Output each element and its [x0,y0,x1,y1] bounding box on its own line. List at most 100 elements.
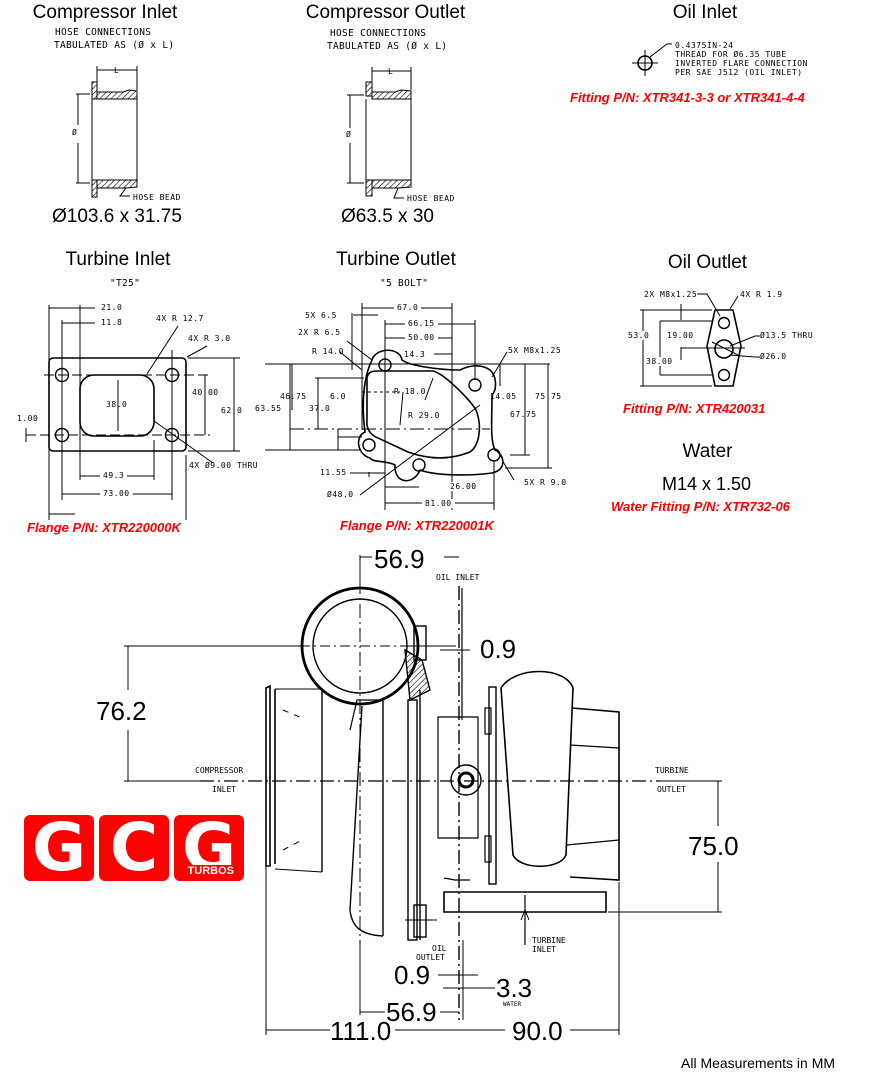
logo-letter-1: G [31,809,87,886]
oil-inlet-spec-3: INVERTED FLARE CONNECTION [675,59,808,68]
turbine-inlet-dim-r3: 4X R 3.0 [188,334,231,343]
turbine-inlet-subtitle: "T25" [110,278,141,289]
oil-outlet-dim-38: 38.00 [646,357,673,366]
turbine-outlet-subtitle: "5 BOLT" [380,278,429,289]
turbine-inlet-dim-49-3: 49.3 [100,471,128,480]
turbine-outlet-dim-14-3: 14.3 [404,350,426,359]
turbine-inlet-part-number: Flange P/N: XTR220000K [27,520,181,535]
compressor-outlet-drawing [347,67,412,199]
turbine-outlet-drawing [265,303,552,510]
turbine-inlet-dim-holes: 4X Ø9.00 THRU [189,461,259,470]
compressor-outlet-diameter-symbol: Ø [346,130,352,139]
oil-outlet-dim-m8: 2X M8x1.25 [644,290,698,299]
oil-outlet-dim-19: 19.00 [667,331,694,340]
turbine-outlet-dim-r18: R 18.0 [394,387,426,396]
dim-56-9-top: 56.9 [374,544,425,574]
logo-block-1: G [24,809,94,886]
dim-3-3: 3.3 [496,973,533,1003]
dim-90: 90.0 [512,1016,563,1046]
turbine-outlet-dim-67-75: 67.75 [510,410,537,419]
turbine-outlet-dim-48: Ø48.0 [327,490,354,499]
oil-outlet-dim-26: Ø26.0 [760,352,787,361]
compressor-inlet-note-1: HOSE CONNECTIONS [55,27,152,38]
turbine-outlet-dim-75-75: 75.75 [535,392,562,401]
gcg-turbos-logo: G C G TURBOS [24,809,244,886]
turbine-outlet-dim-m8: 5X M8x1.25 [508,346,562,355]
compressor-outlet-size: Ø63.5 x 30 [341,206,434,227]
oil-outlet-part-number: Fitting P/N: XTR420031 [623,401,766,416]
oil-outlet-dim-53: 53.0 [628,331,650,340]
compressor-inlet-title: Compressor Inlet [32,2,178,23]
compressor-inlet-size: Ø103.6 x 31.75 [52,206,182,227]
turbine-outlet-label-2: OUTLET [657,785,686,794]
turbine-inlet-dim-1: 1.00 [17,414,39,423]
turbine-outlet-dim-11-55: 11.55 [320,468,347,477]
turbine-inlet-dim-38: 38.0 [106,400,128,409]
turbo-side-view-drawing [124,555,722,1035]
units-note: All Measurements in MM [681,1055,836,1071]
oil-outlet-title: Oil Outlet [667,252,748,273]
turbine-outlet-dim-r6-5: 2X R 6.5 [298,328,341,337]
water-label: WATER [503,1001,522,1008]
dim-56-9-bottom: 56.9 [386,997,437,1027]
compressor-inlet-hose-bead-label: HOSE BEAD [133,193,181,202]
logo-block-2: C [99,809,169,886]
oil-inlet-spec-4: PER SAE J512 (OIL INLET) [675,68,803,77]
turbine-inlet-dim-11-8: 11.8 [101,318,123,327]
turbine-inlet-dim-r12-7: 4X R 12.7 [156,314,204,323]
compressor-inlet-diameter-symbol: Ø [72,128,78,137]
turbine-outlet-dim-6: 6.0 [330,392,346,401]
turbine-outlet-label-1: TURBINE [655,766,689,775]
water-title: Water [682,441,733,462]
dim-76-2: 76.2 [96,696,147,727]
oil-outlet-dim-r1-9: 4X R 1.9 [740,290,783,299]
oil-inlet-part-number: Fitting P/N: XTR341-3-3 or XTR341-4-4 [570,90,805,105]
compressor-inlet-label-2: INLET [212,785,237,794]
oil-inlet-drawing [632,43,672,76]
turbine-inlet-dim-62: 62.0 [221,406,243,415]
compressor-outlet-note-1: HOSE CONNECTIONS [330,28,427,39]
oil-outlet-dim-13-5: Ø13.5 THRU [760,331,814,340]
turbine-outlet-dim-r29: R 29.0 [408,411,440,420]
compressor-inlet-label-1: COMPRESSOR [195,766,244,775]
dim-0-9-bottom: 0.9 [394,960,431,990]
turbine-inlet-dim-21: 21.0 [101,303,123,312]
turbine-outlet-dim-67: 67.0 [394,303,422,312]
turbine-outlet-part-number: Flange P/N: XTR220001K [340,518,494,533]
turbine-outlet-dim-81: 81.00 [422,499,455,508]
turbine-inlet-dim-73: 73.00 [100,489,133,498]
oil-inlet-title: Oil Inlet [672,2,738,23]
oil-inlet-spec-1: 0.4375IN-24 [675,41,734,50]
turbine-inlet-label-1: TURBINE [532,936,566,945]
oil-outlet-drawing [640,293,760,387]
compressor-inlet-drawing [76,66,138,198]
turbine-outlet-dim-66-15: 66.15 [405,319,438,328]
turbine-inlet-title: Turbine Inlet [65,249,171,270]
turbine-outlet-dim-26: 26.00 [447,482,480,491]
logo-letter-2: C [109,809,159,886]
compressor-outlet-hose-bead-label: HOSE BEAD [407,194,455,203]
water-size: M14 x 1.50 [662,474,752,494]
turbine-outlet-dim-r9: 5X R 9.0 [524,478,567,487]
turbine-inlet-dim-40: 40.00 [192,388,219,397]
turbine-outlet-dim-6-5: 5X 6.5 [305,311,337,320]
turbine-outlet-dim-r14: R 14.0 [312,347,344,356]
compressor-outlet-note-2: TABULATED AS (Ø x L) [327,41,448,52]
dim-111: 111.0 [330,1016,392,1046]
logo-block-3: G TURBOS [174,809,244,886]
water-part-number: Water Fitting P/N: XTR732-06 [611,499,790,514]
turbine-outlet-dim-14-05: 14.05 [490,392,517,401]
turbine-outlet-dim-46-75: 46.75 [280,392,307,401]
oil-inlet-label: OIL INLET [436,573,480,582]
compressor-outlet-length-label: L [388,67,394,76]
dim-75: 75.0 [688,831,739,862]
turbine-outlet-title: Turbine Outlet [336,249,456,270]
turbine-outlet-dim-63-55: 63.55 [255,404,282,413]
oil-inlet-spec-2: THREAD FOR Ø6.35 TUBE [675,50,787,59]
turbine-outlet-dim-50: 50.00 [405,333,438,342]
dim-0-9-top: 0.9 [480,634,517,664]
turbine-outlet-dim-37: 37.0 [309,404,331,413]
oil-outlet-label-1: OIL [432,944,447,953]
compressor-inlet-note-2: TABULATED AS (Ø x L) [54,40,175,51]
